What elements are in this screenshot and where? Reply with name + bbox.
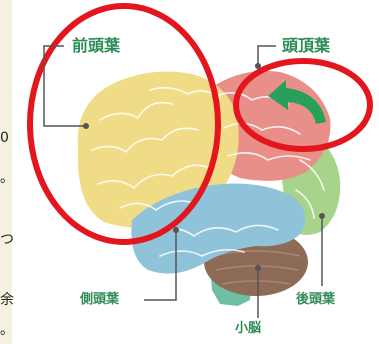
parietal-leader-line: [258, 46, 276, 64]
frontal-leader-dot: [83, 123, 89, 129]
occipital-leader-dot: [319, 213, 325, 219]
temporal-lobe-label: 側頭葉: [80, 293, 119, 306]
cerebellum-label: 小脳: [235, 322, 261, 335]
parietal-leader-dot: [255, 63, 261, 69]
cerebellum-leader-dot: [255, 265, 261, 271]
temporal-leader-dot: [173, 227, 179, 233]
frontal-lobe-label: 前頭葉: [68, 38, 124, 54]
parietal-lobe-label: 頭頂葉: [278, 38, 334, 54]
frontal-leader-line: [44, 46, 86, 126]
occipital-lobe-label: 後頭葉: [296, 293, 335, 306]
